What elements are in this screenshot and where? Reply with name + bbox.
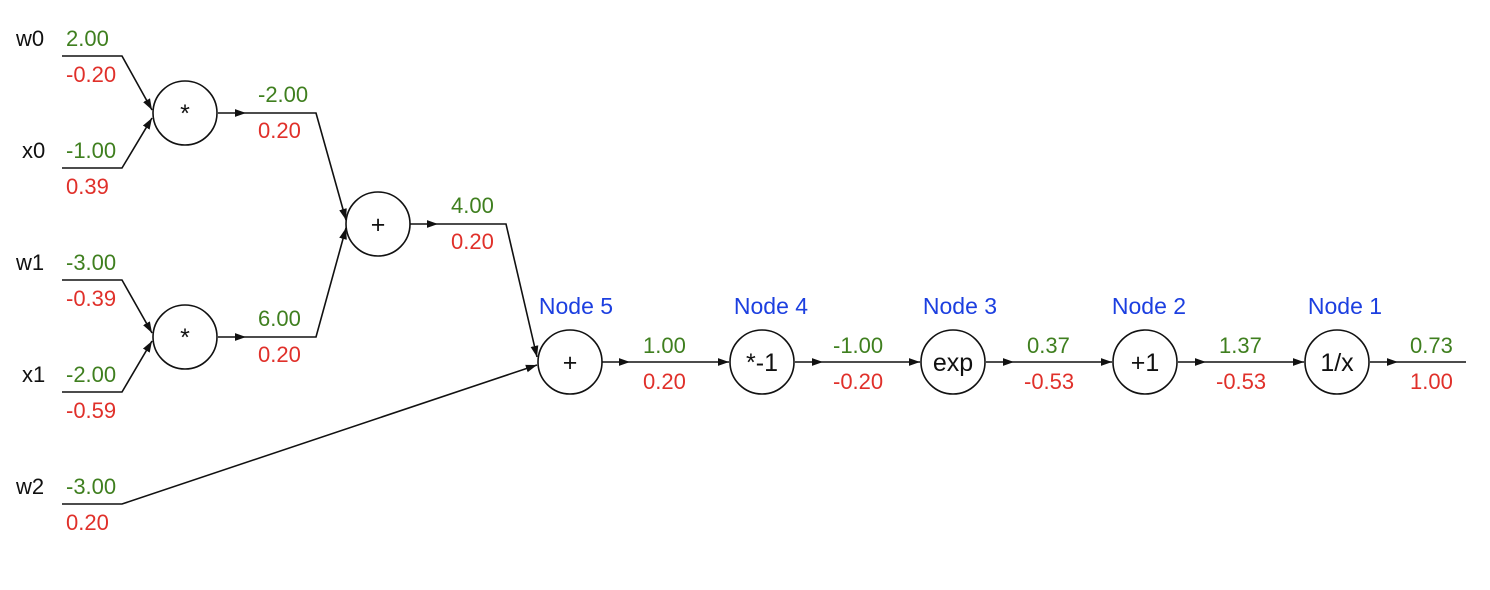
edge-grad-mul1: 0.20 xyxy=(258,342,301,367)
edge-grad-add0: 0.20 xyxy=(451,229,494,254)
edge-value-node2: 1.37 xyxy=(1219,333,1262,358)
wire-w1 xyxy=(62,279,153,334)
edge-grad-node2: -0.53 xyxy=(1216,369,1266,394)
wire-w0 xyxy=(62,55,153,111)
gate-op-label: * xyxy=(180,324,190,352)
gate-op-label: + xyxy=(563,349,578,377)
gate-op-label: + xyxy=(371,211,386,239)
gate-node4: *-1 Node 4 xyxy=(729,293,808,395)
node-label: Node 3 xyxy=(923,293,997,319)
gate-node2: +1 Node 2 xyxy=(1112,293,1186,395)
input-name-w2: w2 xyxy=(15,474,44,499)
node-label: Node 5 xyxy=(539,293,613,319)
input-value-w0: 2.00 xyxy=(66,26,109,51)
input-name-w0: w0 xyxy=(15,26,44,51)
gate-node3: exp Node 3 xyxy=(920,293,997,395)
input-value-x0: -1.00 xyxy=(66,138,116,163)
input-name-w1: w1 xyxy=(15,250,44,275)
edge-grad-node1: 1.00 xyxy=(1410,369,1453,394)
node-label: Node 2 xyxy=(1112,293,1186,319)
edge-value-mul1: 6.00 xyxy=(258,306,301,331)
gate-op-label: * xyxy=(180,100,190,128)
input-grad-w0: -0.20 xyxy=(66,62,116,87)
edge-value-node3: 0.37 xyxy=(1027,333,1070,358)
edge-grad-node4: -0.20 xyxy=(833,369,883,394)
input-grad-w2: 0.20 xyxy=(66,510,109,535)
edge-value-add0: 4.00 xyxy=(451,193,494,218)
gate-op-label: *-1 xyxy=(746,349,778,377)
gate-op-label: exp xyxy=(933,349,973,377)
gate-node5: + Node 5 xyxy=(537,293,613,395)
wire-x1 xyxy=(62,340,153,393)
input-value-w1: -3.00 xyxy=(66,250,116,275)
gate-add0: + xyxy=(345,191,411,257)
edge-grad-node5: 0.20 xyxy=(643,369,686,394)
edge-value-node5: 1.00 xyxy=(643,333,686,358)
wire-add0-to-node5 xyxy=(438,223,539,358)
input-value-w2: -3.00 xyxy=(66,474,116,499)
edge-value-node1: 0.73 xyxy=(1410,333,1453,358)
gate-op-label: +1 xyxy=(1131,349,1160,377)
input-grad-w1: -0.39 xyxy=(66,286,116,311)
edge-grad-mul0: 0.20 xyxy=(258,118,301,143)
input-name-x1: x1 xyxy=(22,362,45,387)
gate-op-label: 1/x xyxy=(1320,349,1354,377)
node-label: Node 1 xyxy=(1308,293,1382,319)
input-value-x1: -2.00 xyxy=(66,362,116,387)
input-name-x0: x0 xyxy=(22,138,45,163)
input-grad-x1: -0.59 xyxy=(66,398,116,423)
input-grad-x0: 0.39 xyxy=(66,174,109,199)
gate-mul0: * xyxy=(152,80,218,146)
edge-grad-node3: -0.53 xyxy=(1024,369,1074,394)
edge-value-mul0: -2.00 xyxy=(258,82,308,107)
gate-node1: 1/x Node 1 xyxy=(1304,293,1382,395)
gate-mul1: * xyxy=(152,304,218,370)
node-label: Node 4 xyxy=(734,293,808,319)
wire-w2-to-node5 xyxy=(62,364,538,505)
wire-x0 xyxy=(62,117,153,169)
edge-value-node4: -1.00 xyxy=(833,333,883,358)
wire-mul0-to-add0 xyxy=(246,112,347,221)
wire-mul1-to-add0 xyxy=(246,227,347,338)
